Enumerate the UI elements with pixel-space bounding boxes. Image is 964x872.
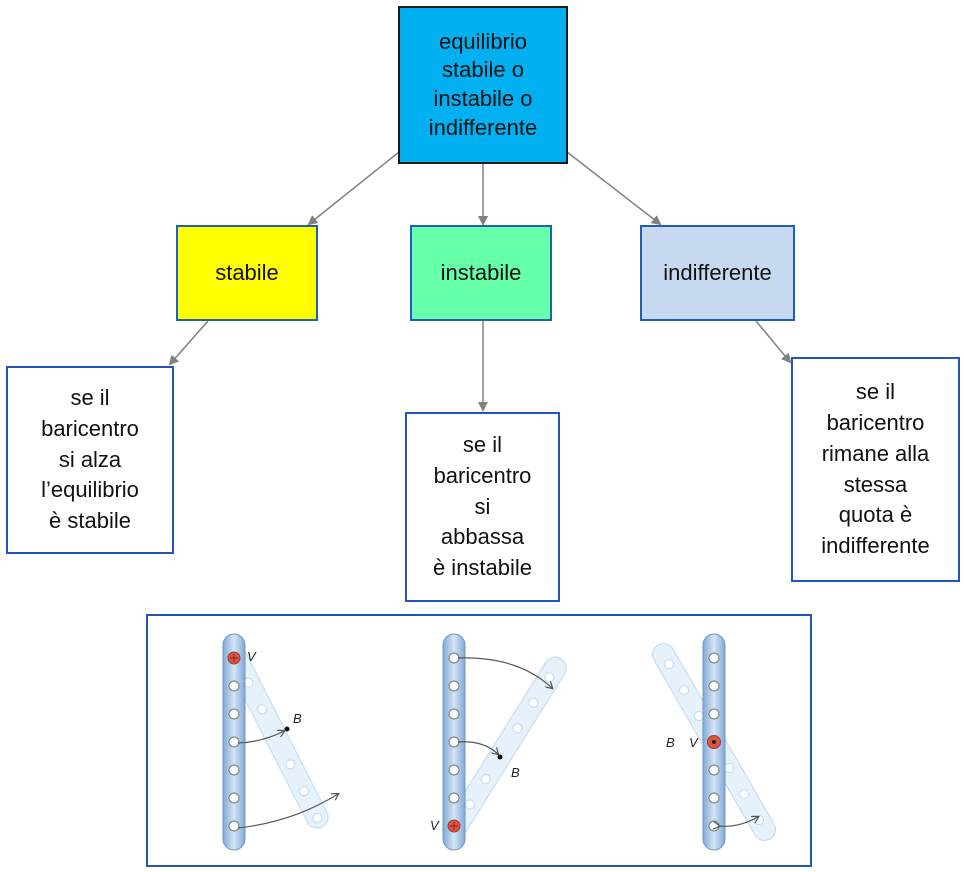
description-indifferente: se il baricentro rimane alla stessa quot… <box>791 357 960 582</box>
description-text: se il baricentro si abbassa è instabile <box>432 432 533 581</box>
pivot-label: V <box>430 818 440 833</box>
centroid-point <box>497 754 503 760</box>
rotation-arrow <box>457 657 552 688</box>
rod-illustration: V B <box>222 633 776 851</box>
pivot-label: V <box>247 649 257 664</box>
category-label: stabile <box>215 260 279 286</box>
rotation-arrow <box>457 741 498 754</box>
rotation-arrow <box>237 731 284 744</box>
root-label: equilibrio stabile o instabile o indiffe… <box>428 28 538 140</box>
category-instabile: instabile <box>410 225 552 321</box>
pivot-icon <box>227 651 241 665</box>
arrow-root-to-stabile <box>307 151 400 226</box>
category-indifferente: indifferente <box>640 225 795 321</box>
category-label: instabile <box>440 260 522 286</box>
rotated-rod <box>445 656 567 838</box>
root-node: equilibrio stabile o instabile o indiffe… <box>398 6 568 164</box>
pivot-icon <box>707 735 721 749</box>
pivot-label: V <box>689 735 699 750</box>
arrow-indifferente-to-desc <box>755 320 792 364</box>
description-stabile: se il baricentro si alza l’equilibrio è … <box>6 366 174 554</box>
panel-instabile: V B <box>430 633 567 851</box>
rotated-rod <box>224 646 329 829</box>
centroid-label: B <box>511 765 520 780</box>
category-stabile: stabile <box>176 225 318 321</box>
panel-stabile: V B <box>222 633 338 851</box>
centroid-label: B <box>666 735 675 750</box>
description-text: se il baricentro rimane alla stessa quot… <box>821 379 930 559</box>
centroid-label: B <box>293 711 302 726</box>
arrow-root-to-indifferente <box>566 151 662 226</box>
vertical-rod <box>442 633 466 851</box>
vertical-rod <box>222 633 246 851</box>
rotation-arrow <box>719 817 758 826</box>
rotation-arrow <box>237 794 338 829</box>
pivot-icon <box>447 819 461 833</box>
description-instabile: se il baricentro si abbassa è instabile <box>405 412 560 602</box>
arrow-stabile-to-desc <box>168 320 209 366</box>
centroid-point <box>284 726 290 732</box>
category-label: indifferente <box>663 260 772 286</box>
description-text: se il baricentro si alza l’equilibrio è … <box>41 385 139 534</box>
rod-illustration-panel: V B <box>146 614 812 867</box>
panel-indifferente: V B <box>652 633 776 851</box>
